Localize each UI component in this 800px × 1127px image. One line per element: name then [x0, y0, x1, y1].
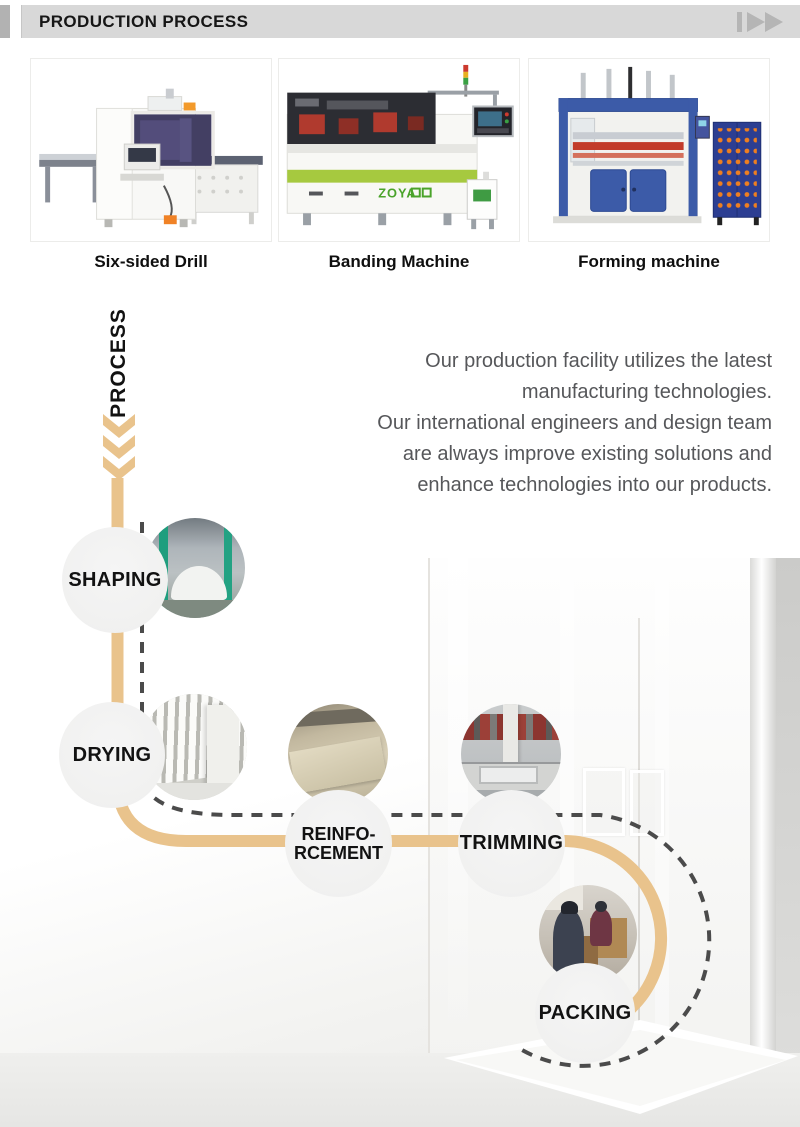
step-label-text: RCEMENT — [294, 842, 383, 863]
skip-forward-icon[interactable] — [737, 10, 787, 34]
description-line: are always improve existing solutions an… — [402, 443, 772, 465]
step-label-text: SHAPING — [68, 568, 162, 591]
process-vertical-label: PROCESS — [107, 308, 130, 418]
trimming-photo — [461, 704, 561, 804]
reinforcement-photo — [288, 704, 388, 804]
step-trimming: TRIMMING — [458, 790, 565, 897]
bg-door-handle — [583, 768, 625, 836]
section-title: PRODUCTION PROCESS — [39, 12, 249, 31]
step-drying: DRYING — [59, 702, 165, 808]
machine-card-banding-machine: ZOYA — [278, 58, 520, 242]
step-shaping: SHAPING — [62, 527, 168, 633]
machine-caption: Banding Machine — [328, 252, 470, 271]
shower-room-background-photo — [0, 558, 800, 1127]
machine-card-forming-machine — [528, 58, 770, 242]
step-label-text: DRYING — [72, 743, 152, 766]
bg-glass-frame — [750, 558, 776, 1078]
step-packing: PACKING — [535, 963, 635, 1063]
machine-card-six-sided-drill — [30, 58, 272, 242]
step-label-text: PACKING — [538, 1001, 632, 1024]
header-accent-square — [0, 5, 10, 38]
machine-caption: Forming machine — [578, 252, 720, 271]
forming-machine-image — [553, 66, 762, 226]
description-line: manufacturing technologies. — [521, 381, 772, 403]
description-line: enhance technologies into our products. — [417, 474, 772, 496]
six-sided-drill-image — [39, 88, 263, 228]
description-line: Our international engineers and design t… — [377, 412, 772, 434]
zoya-brand-logo: ZOYA — [378, 185, 416, 200]
description-line: Our production facility utilizes the lat… — [425, 350, 772, 372]
chevron-down-icons — [103, 414, 135, 480]
bg-door-handle — [630, 770, 664, 836]
process-description: Our production facility utilizes the lat… — [340, 346, 772, 501]
banding-machine-image: ZOYA — [286, 64, 514, 230]
step-label-text: TRIMMING — [459, 832, 564, 854]
section-header-bar: PRODUCTION PROCESS — [21, 5, 800, 38]
step-reinforcement: REINFO- RCEMENT — [285, 790, 392, 897]
step-label-text: REINFO- — [301, 823, 376, 844]
bg-right-wall — [776, 558, 800, 1088]
machine-caption: Six-sided Drill — [94, 252, 208, 271]
